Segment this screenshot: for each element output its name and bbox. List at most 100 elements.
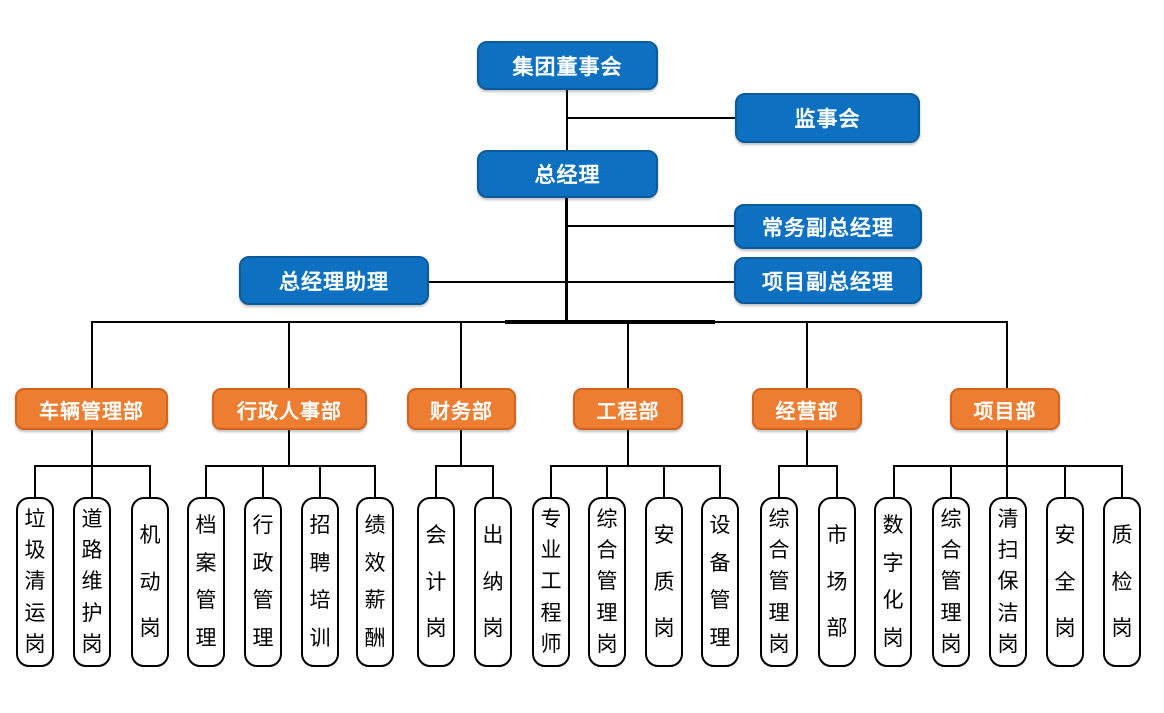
position-char: 安: [1054, 522, 1076, 547]
position-char: 市: [826, 522, 848, 547]
connector-childbus-2: [205, 465, 376, 467]
position-char: 计: [425, 569, 447, 594]
position-box: 安全岗: [1046, 497, 1084, 667]
position-box: 垃圾清运岗: [16, 497, 54, 667]
position-char: 岗: [882, 625, 904, 650]
position-char: 管: [768, 569, 790, 594]
node-label: 常务副总经理: [762, 215, 894, 240]
position-char: 综: [768, 507, 790, 532]
connector-dept6-childbus: [1006, 430, 1008, 467]
position-char: 保: [997, 569, 1019, 594]
connector-childbus-6: [893, 465, 1123, 467]
connector-drop-pos: [1121, 466, 1123, 497]
node-label: 总经理: [534, 163, 601, 187]
connector-drop-pos: [606, 466, 608, 497]
position-box: 行政管理: [244, 497, 282, 667]
position-char: 纳: [482, 569, 504, 594]
connector-drop-pos: [778, 466, 780, 497]
position-char: 岗: [1054, 616, 1076, 641]
position-char: 管: [252, 588, 274, 613]
dept-label: 工程部: [596, 398, 660, 423]
node-label: 监事会: [794, 107, 861, 131]
connector-dept2-childbus: [288, 430, 290, 467]
position-char: 培: [309, 588, 331, 613]
position-char: 岗: [139, 616, 161, 641]
connector-drop-pos: [950, 466, 952, 497]
position-char: 绩: [364, 513, 386, 538]
connector-drop-pos: [319, 466, 321, 497]
connector-drop-pos: [205, 466, 207, 497]
position-char: 岗: [425, 616, 447, 641]
position-char: 综: [596, 507, 618, 532]
position-char: 清: [24, 569, 46, 594]
position-char: 管: [596, 569, 618, 594]
position-char: 全: [1054, 569, 1076, 594]
position-char: 运: [24, 600, 46, 625]
position-box: 会计岗: [417, 497, 455, 667]
position-char: 综: [940, 507, 962, 532]
position-box: 综合管理岗: [932, 497, 970, 667]
position-char: 岗: [653, 616, 675, 641]
position-char: 管: [709, 588, 731, 613]
position-char: 政: [252, 550, 274, 575]
dept-project: 项目部: [950, 388, 1060, 430]
connector-exec-deputy: [567, 225, 734, 227]
connector-drop-pos: [91, 466, 93, 497]
dept-label: 行政人事部: [237, 398, 342, 423]
position-char: 工: [540, 569, 562, 594]
position-char: 业: [540, 538, 562, 563]
position-char: 维: [81, 569, 103, 594]
position-char: 合: [596, 538, 618, 563]
connector-drop-pos: [893, 466, 895, 497]
position-box: 清扫保洁岗: [989, 497, 1027, 667]
connector-drop-pos: [374, 466, 376, 497]
connector-dept3-childbus: [460, 430, 462, 467]
node-general-manager: 总经理: [477, 150, 658, 198]
node-group-board: 集团董事会: [477, 41, 658, 90]
connector-drop-pos: [34, 466, 36, 497]
node-project-deputy-gm: 项目副总经理: [734, 257, 922, 304]
position-box: 数字化岗: [874, 497, 912, 667]
connector-dept4-childbus: [627, 430, 629, 467]
position-char: 岗: [940, 631, 962, 656]
position-char: 清: [997, 507, 1019, 532]
connector-dept1-childbus: [91, 430, 93, 467]
position-char: 薪: [364, 588, 386, 613]
position-char: 质: [653, 569, 675, 594]
position-char: 师: [540, 631, 562, 656]
connector-drop-pos: [492, 466, 494, 497]
position-box: 市场部: [818, 497, 856, 667]
dept-label: 项目部: [973, 398, 1037, 423]
dept-label: 经营部: [775, 398, 839, 423]
position-char: 圾: [24, 538, 46, 563]
connector-drop-pos: [1064, 466, 1066, 497]
connector-drop-pos: [550, 466, 552, 497]
dept-label: 财务部: [430, 398, 493, 423]
position-box: 档案管理: [187, 497, 225, 667]
position-char: 岗: [24, 631, 46, 656]
position-box: 道路维护岗: [73, 497, 111, 667]
node-supervisory-board: 监事会: [735, 93, 920, 143]
dept-label: 车辆管理部: [39, 398, 144, 423]
position-char: 管: [940, 569, 962, 594]
position-char: 行: [252, 513, 274, 538]
connector-drop-pos: [262, 466, 264, 497]
connector-drop-dept-4: [627, 322, 629, 388]
position-char: 理: [768, 600, 790, 625]
connector-assistant-project-deputy: [429, 281, 734, 283]
position-char: 聘: [309, 550, 331, 575]
position-char: 理: [195, 625, 217, 650]
position-char: 理: [709, 625, 731, 650]
position-box: 安质岗: [645, 497, 683, 667]
position-box: 绩效薪酬: [356, 497, 394, 667]
dept-operations: 经营部: [752, 388, 862, 430]
connector-drop-pos: [435, 466, 437, 497]
position-char: 备: [709, 550, 731, 575]
node-label: 总经理助理: [279, 269, 389, 294]
connector-drop-dept-3: [460, 322, 462, 388]
position-char: 机: [139, 522, 161, 547]
position-box: 出纳岗: [474, 497, 512, 667]
connector-drop-pos: [1006, 466, 1008, 497]
position-char: 效: [364, 550, 386, 575]
position-char: 理: [252, 625, 274, 650]
